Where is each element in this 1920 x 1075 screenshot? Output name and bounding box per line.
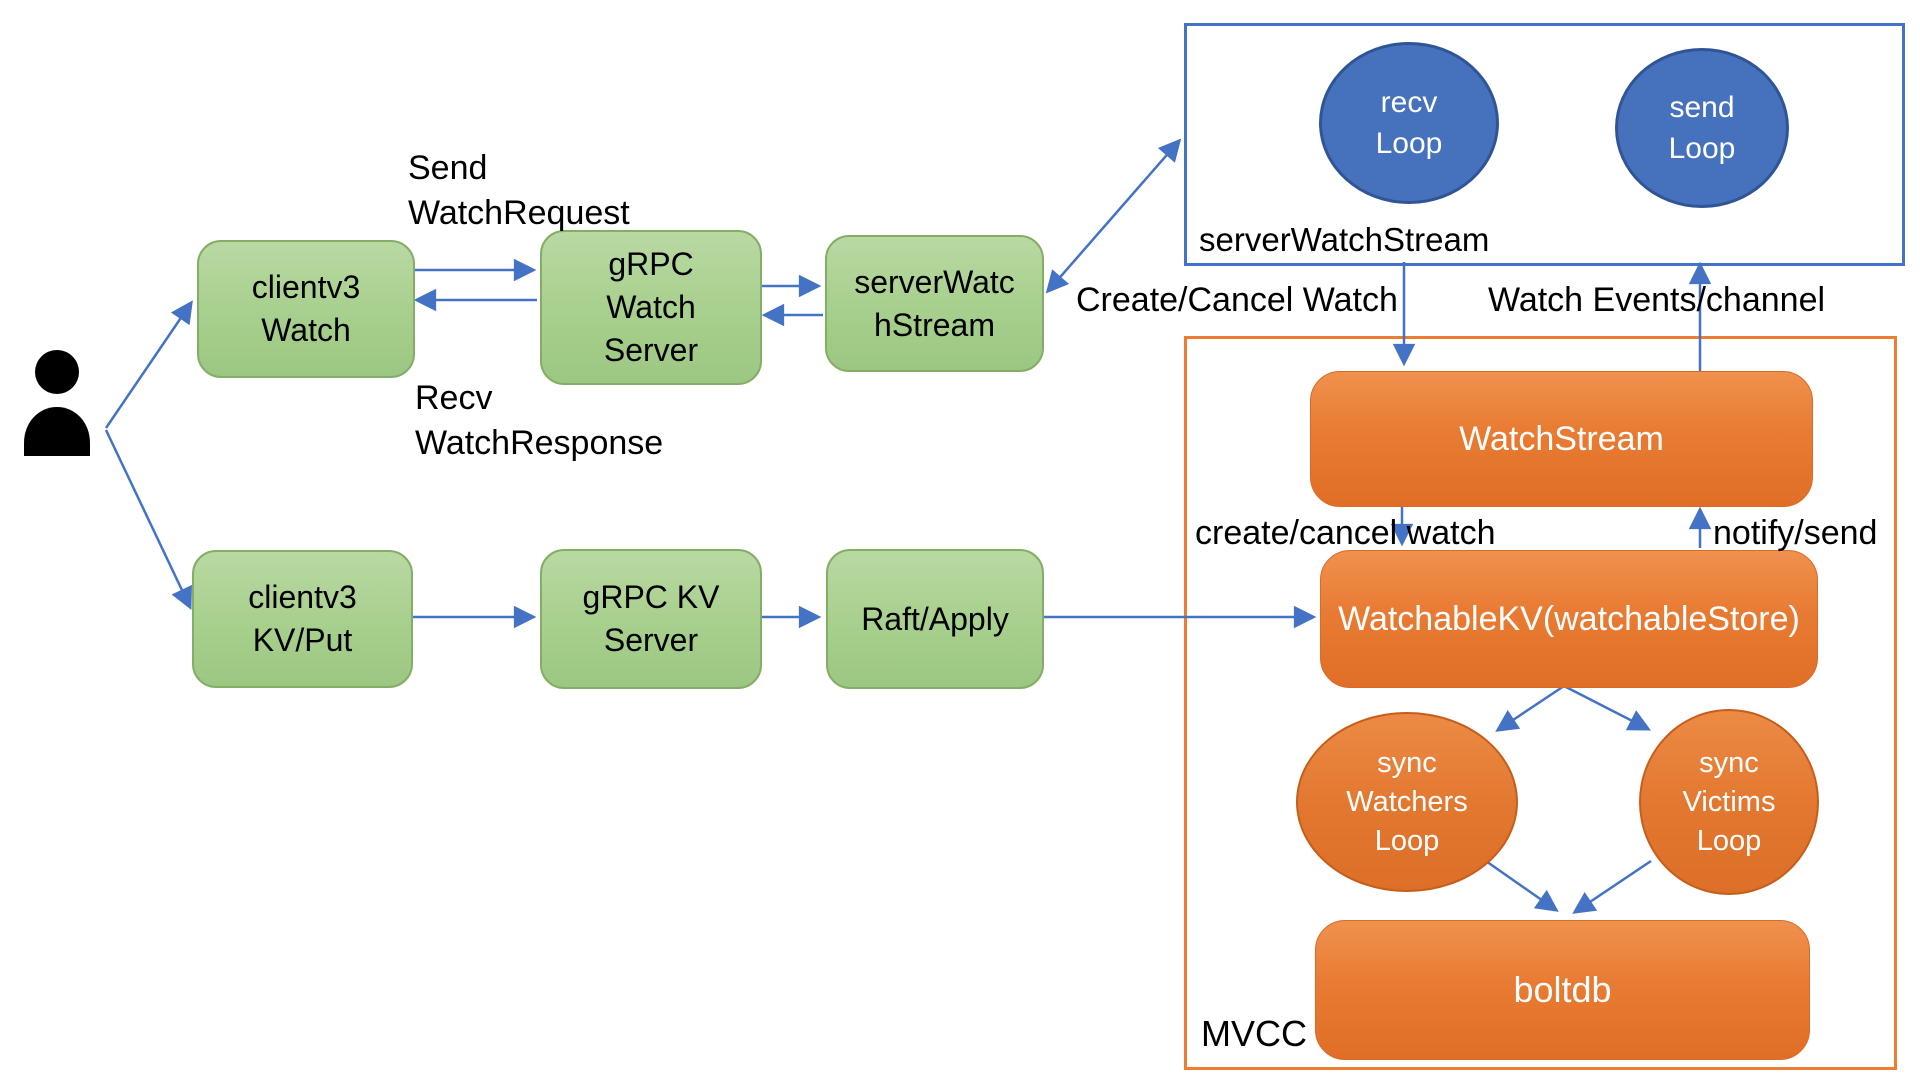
- label-recv-watchresponse: Recv WatchResponse: [415, 376, 663, 466]
- mvcc-container-label: MVCC: [1201, 1013, 1307, 1054]
- node-label: boltdb: [1513, 969, 1612, 1010]
- arrow-watchablekv-to-syncwatchers: [1495, 684, 1565, 732]
- node-watchablekv: WatchableKV(watchableStore): [1320, 550, 1818, 688]
- server-watch-stream-container-label: serverWatchStream: [1199, 221, 1490, 258]
- label-watch-events-channel: Watch Events/channel: [1488, 281, 1826, 319]
- node-label: Watch: [261, 312, 351, 348]
- arrow-user-to-clientv3-watch: [104, 300, 193, 429]
- label-line: WatchResponse: [415, 424, 664, 462]
- node-label: Loop: [1696, 824, 1762, 857]
- user-icon: [24, 350, 90, 456]
- node-label: gRPC: [608, 246, 694, 282]
- label-create-cancel-watch-inner: create/cancel watch: [1195, 514, 1496, 552]
- node-sync-victims-loop: sync Victims Loop: [1639, 709, 1819, 895]
- label-send-watchrequest: Send WatchRequest: [408, 146, 630, 236]
- node-label: Raft/Apply: [861, 600, 1009, 637]
- node-boltdb: boltdb: [1315, 920, 1810, 1060]
- node-serverwatchstream-box: serverWatc hStream: [825, 235, 1044, 372]
- node-label: Server: [603, 622, 699, 658]
- node-label: sync: [1699, 746, 1759, 779]
- node-label: sync: [1377, 746, 1437, 779]
- node-label: serverWatc: [854, 263, 1015, 300]
- node-grpc-kv-server: gRPC KV Server: [540, 549, 762, 689]
- node-label: Watch: [606, 289, 696, 325]
- node-label: Server: [603, 332, 699, 368]
- node-send-loop: send Loop: [1615, 48, 1789, 208]
- node-label: Loop: [1374, 824, 1440, 857]
- label-notify-send: notify/send: [1713, 514, 1878, 552]
- node-label: WatchableKV(watchableStore): [1338, 599, 1800, 638]
- node-label: gRPC KV: [582, 579, 720, 615]
- node-label: send: [1669, 91, 1735, 124]
- node-grpc-watch-server: gRPC Watch Server: [540, 230, 762, 385]
- node-raft-apply: Raft/Apply: [826, 549, 1044, 689]
- arrow-syncvictims-to-boltdb: [1572, 859, 1652, 914]
- node-label: Watchers: [1346, 785, 1468, 818]
- label-line: Recv: [415, 379, 493, 417]
- node-label: Victims: [1682, 785, 1776, 818]
- node-label: hStream: [874, 306, 995, 343]
- node-label: WatchStream: [1459, 419, 1664, 458]
- node-label: KV/Put: [252, 622, 353, 658]
- node-label: Loop: [1668, 132, 1736, 165]
- node-recv-loop: recv Loop: [1319, 42, 1499, 204]
- label-line: Send: [408, 149, 488, 187]
- node-clientv3-watch: clientv3 Watch: [197, 240, 415, 378]
- arrow-serverwatchstream-box-to-container: [1045, 138, 1182, 294]
- node-label: recv: [1380, 86, 1438, 119]
- arrow-watchablekv-to-syncvictims: [1563, 684, 1652, 731]
- label-line: WatchRequest: [408, 194, 630, 232]
- node-clientv3-kv-put: clientv3 KV/Put: [192, 550, 413, 688]
- node-watchstream: WatchStream: [1310, 371, 1813, 507]
- node-label: clientv3: [248, 579, 357, 615]
- label-create-cancel-watch: Create/Cancel Watch: [1076, 281, 1398, 319]
- arrow-user-to-clientv3-kvput: [104, 429, 192, 611]
- node-label: clientv3: [251, 269, 361, 305]
- node-sync-watchers-loop: sync Watchers Loop: [1296, 712, 1518, 892]
- node-label: Loop: [1375, 127, 1443, 160]
- arrow-syncwatchers-to-boltdb: [1482, 857, 1559, 912]
